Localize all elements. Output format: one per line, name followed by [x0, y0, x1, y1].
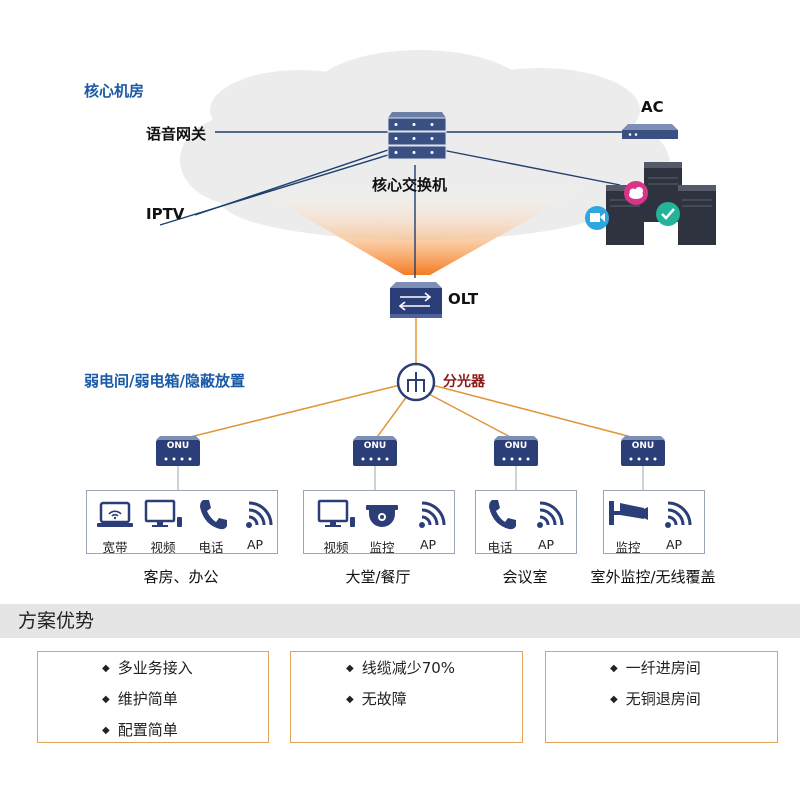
device-phone: 电话: [472, 495, 528, 556]
device-label: 宽带: [102, 540, 128, 555]
onu-label: ONU: [631, 441, 655, 451]
bullet-icon: ◆: [346, 663, 354, 674]
bullet-icon: ◆: [346, 694, 354, 705]
device-video: 视频: [135, 495, 191, 556]
tv-icon: [317, 499, 355, 527]
terminal-group-outdoor: 监控 AP: [600, 490, 705, 556]
topology-diagram: [156, 50, 716, 490]
olt-label: OLT: [448, 290, 479, 308]
phone-icon: [489, 500, 516, 530]
device-broadband: 宽带: [87, 495, 143, 556]
dome-camera-icon: [366, 505, 398, 527]
advantage-item: ◆配置简单: [102, 721, 178, 739]
device-label: 视频: [150, 540, 176, 555]
device-label: 视频: [323, 540, 349, 555]
bullet-camera-icon: [609, 501, 648, 525]
core-switch-icon: [387, 112, 447, 160]
advantage-item: ◆多业务接入: [102, 659, 193, 677]
advantage-item: ◆线缆减少70%: [346, 659, 456, 677]
ac-label: AC: [641, 98, 664, 116]
olt-icon: [390, 282, 442, 318]
wifi-signal-icon: [537, 501, 564, 528]
bullet-icon: ◆: [610, 663, 618, 674]
device-label: 电话: [198, 540, 224, 555]
onu-fibers: [177, 384, 644, 441]
advantage-item: ◆一纤进房间: [610, 659, 701, 677]
advantage-item: ◆无故障: [346, 690, 407, 708]
device-label: 电话: [487, 540, 513, 555]
device-label: 监控: [615, 540, 641, 555]
onu-label: ONU: [504, 441, 528, 451]
device-label: 监控: [369, 540, 395, 555]
splitter-icon: [396, 362, 436, 402]
uplink-beam: [250, 185, 590, 275]
bullet-icon: ◆: [102, 725, 110, 736]
laptop-icon: [97, 501, 133, 527]
advantage-item: ◆无铜退房间: [610, 690, 701, 708]
wifi-signal-icon: [419, 501, 446, 528]
phone-icon: [200, 500, 227, 530]
device-phone: 电话: [183, 495, 239, 556]
wifi-signal-icon: [665, 501, 692, 528]
device-ap: AP: [400, 495, 456, 552]
advantages-title: 方案优势: [18, 610, 95, 632]
device-label: AP: [419, 537, 437, 552]
advantages-header-bar: [0, 604, 800, 638]
area-label-lobby: 大堂/餐厅: [345, 568, 411, 586]
advantage-box-2: ◆线缆减少70% ◆无故障: [290, 651, 523, 743]
area-label-meeting: 会议室: [502, 568, 548, 586]
terminal-group-lobby: 视频 监控 AP: [303, 490, 456, 556]
advantage-item: ◆维护简单: [102, 690, 178, 708]
device-surveillance: 监控: [600, 495, 656, 556]
onu-label: ONU: [166, 441, 190, 451]
device-video: 视频: [308, 495, 364, 556]
splitter-label: 分光器: [443, 374, 485, 390]
advantage-box-3: ◆一纤进房间 ◆无铜退房间: [545, 651, 778, 743]
device-ap: AP: [646, 495, 702, 552]
core-switch-label: 核心交换机: [372, 176, 448, 194]
terminal-group-meeting: 电话 AP: [472, 490, 577, 556]
onu-icons: [156, 436, 665, 466]
server-cluster-icon: [585, 162, 716, 245]
bullet-icon: ◆: [102, 694, 110, 705]
device-label: AP: [246, 537, 264, 552]
device-label: AP: [537, 537, 555, 552]
terminal-group-guestroom: 宽带 视频 电话 AP: [86, 490, 278, 556]
bullet-icon: ◆: [610, 694, 618, 705]
area-label-outdoor: 室外监控/无线覆盖: [590, 568, 716, 586]
core-links: [159, 131, 622, 278]
bullet-icon: ◆: [102, 663, 110, 674]
device-label: AP: [665, 537, 683, 552]
device-surveillance: 监控: [354, 495, 410, 556]
iptv-label: IPTV: [146, 205, 185, 223]
ac-icon: [622, 124, 678, 139]
area-label-guestroom: 客房、办公: [143, 568, 219, 586]
onu-drops: [177, 466, 644, 490]
weak-room-label: 弱电间/弱电箱/隐蔽放置: [84, 372, 245, 390]
wifi-signal-icon: [246, 501, 273, 528]
device-ap: AP: [227, 495, 283, 552]
onu-label: ONU: [363, 441, 387, 451]
core-room-label: 核心机房: [84, 82, 145, 100]
advantage-box-1: ◆多业务接入 ◆维护简单 ◆配置简单: [37, 651, 269, 743]
voice-gateway-label: 语音网关: [146, 125, 207, 143]
tv-icon: [144, 499, 182, 527]
device-ap: AP: [518, 495, 574, 552]
